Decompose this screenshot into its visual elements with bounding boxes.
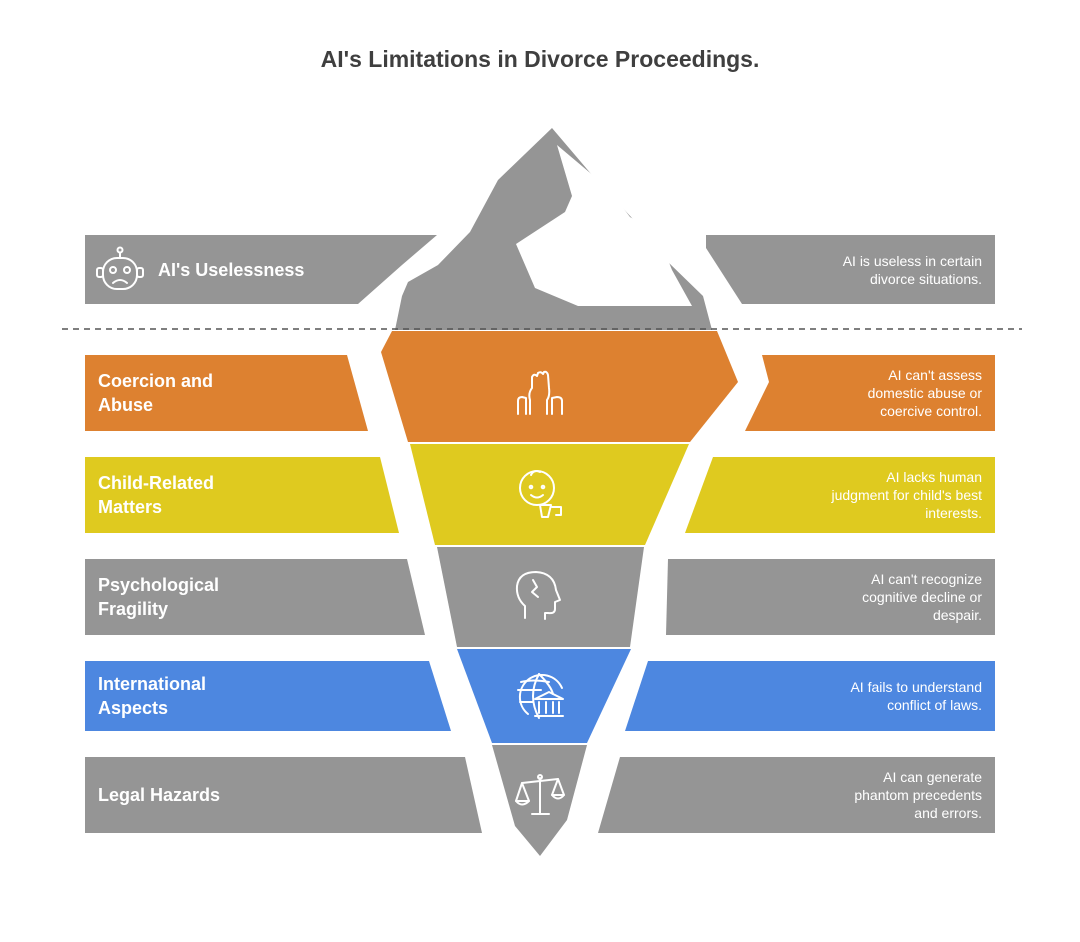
layer-3-label: Psychological Fragility: [98, 575, 220, 619]
layer-3-segment: [437, 547, 644, 647]
layer-5-right-bar: [598, 757, 995, 833]
layer-1-label: Coercion and Abuse: [98, 371, 214, 415]
layer-1-segment: [381, 331, 738, 442]
layer-4-right-bar: [625, 661, 995, 731]
tip-description: AI is useless in certain divorce situati…: [842, 253, 982, 287]
layer-3-description: AI can't recognize cognitive decline or …: [862, 571, 982, 623]
tip-right-bar: [706, 235, 995, 304]
scales-icon: [515, 774, 565, 815]
layer-1-right-bar: [745, 355, 995, 431]
layer-2-left-bar: [85, 457, 399, 533]
layer-5-label: Legal Hazards: [98, 785, 221, 805]
layer-2-description: AI lacks human judgment for child's best…: [831, 469, 982, 521]
layer-5-description: AI can generate phantom precedents and e…: [854, 769, 982, 821]
layer-5-left-bar: [85, 757, 482, 833]
layer-4-description: AI fails to understand conflict of laws.: [850, 679, 982, 713]
diagram-title: AI's Limitations in Divorce Proceedings.: [320, 46, 760, 72]
layer-4-segment: [457, 649, 631, 743]
layer-2-segment: [410, 444, 689, 545]
layer-1-description: AI can't assess domestic abuse or coerci…: [867, 367, 982, 419]
iceberg-snow: [516, 145, 692, 306]
cracked-head-icon: [515, 571, 561, 620]
layer-3-left-bar: [85, 559, 425, 635]
tip-left-bar: [85, 235, 437, 304]
globe-courthouse-icon: [517, 673, 564, 719]
raised-fists-icon: [517, 370, 563, 415]
layer-3-right-bar: [666, 559, 995, 635]
layer-2-right-bar: [685, 457, 995, 533]
robot-icon: [96, 246, 144, 290]
child-face-icon: [519, 470, 562, 518]
layer-4-left-bar: [85, 661, 451, 731]
tip-label: AI's Uselessness: [158, 260, 305, 280]
layer-2-label: Child-Related Matters: [98, 473, 215, 517]
layer-1-left-bar: [85, 355, 368, 431]
layer-4-label: International Aspects: [98, 674, 207, 718]
